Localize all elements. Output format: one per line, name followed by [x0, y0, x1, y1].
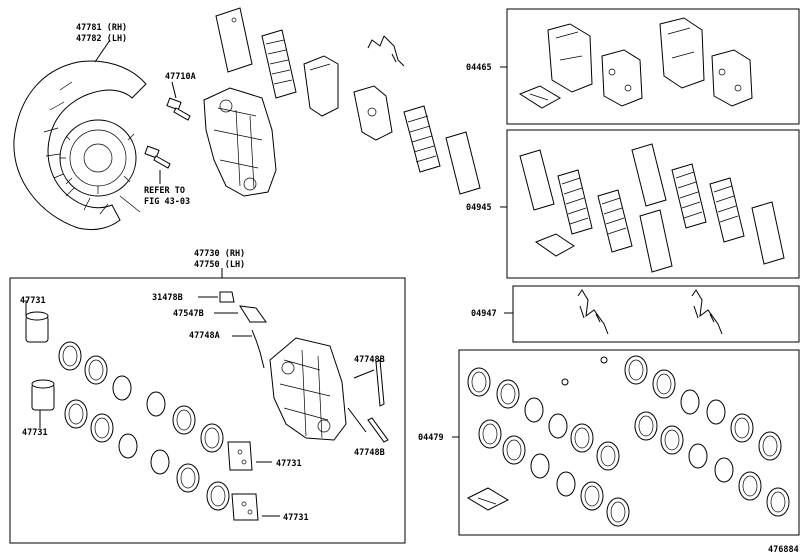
dust-shield-part: [13, 39, 147, 231]
label-refer-fig: FIG 43-03: [144, 197, 190, 207]
label-pad-support: 04945: [466, 203, 492, 213]
label-caliper-lh: 47750 (LH): [194, 260, 245, 270]
kit-box-04947: [512, 285, 800, 343]
hub-bolt-part: [144, 145, 171, 184]
kit-box-04945: [506, 129, 800, 279]
guide-pin-lower: [347, 407, 389, 443]
spring-kit-contents: [577, 289, 723, 335]
guide-pin-upper: [353, 359, 385, 407]
label-spring-kit: 04947: [471, 309, 497, 319]
caliper-top-part: [203, 87, 277, 197]
label-cap: 31478B: [152, 293, 183, 303]
caliper-body-part: [269, 337, 347, 441]
label-bleeder: 47547B: [173, 309, 204, 319]
mounting-bolt-part: [166, 81, 191, 121]
label-shield-rh: 47781 (RH): [76, 23, 127, 33]
label-pad-kit: 04465: [466, 63, 492, 73]
pad-spring-part: [232, 329, 265, 369]
label-piston-1: 47731: [20, 296, 46, 306]
figure-id: 476884: [768, 545, 799, 555]
label-piston-2: 47731: [22, 428, 48, 438]
kit-box-04479: [458, 349, 800, 536]
seal-kit-contents: [466, 355, 790, 527]
pad-support-contents: [519, 143, 785, 273]
bleeder-screw-part: [214, 305, 267, 323]
top-pad-row: [215, 7, 481, 195]
seal-rings: [58, 341, 230, 511]
pad-kit-contents: [518, 17, 753, 109]
label-piston-3: 47731: [276, 459, 302, 469]
top-clip-spring: [367, 35, 405, 67]
caliper-kit-box: [9, 277, 406, 544]
label-bolt: 47710A: [165, 72, 196, 82]
label-seal-kit: 04479: [418, 433, 444, 443]
label-caliper-rh: 47730 (RH): [194, 249, 245, 259]
label-refer-to: REFER TO: [144, 186, 185, 196]
label-pin-lower: 47748B: [354, 448, 385, 458]
label-piston-4: 47731: [283, 513, 309, 523]
piston-set: [25, 300, 280, 521]
label-spring: 47748A: [189, 331, 220, 341]
bleeder-cap-part: [198, 291, 235, 303]
label-pin-upper: 47748B: [354, 355, 385, 365]
label-shield-lh: 47782 (LH): [76, 34, 127, 44]
